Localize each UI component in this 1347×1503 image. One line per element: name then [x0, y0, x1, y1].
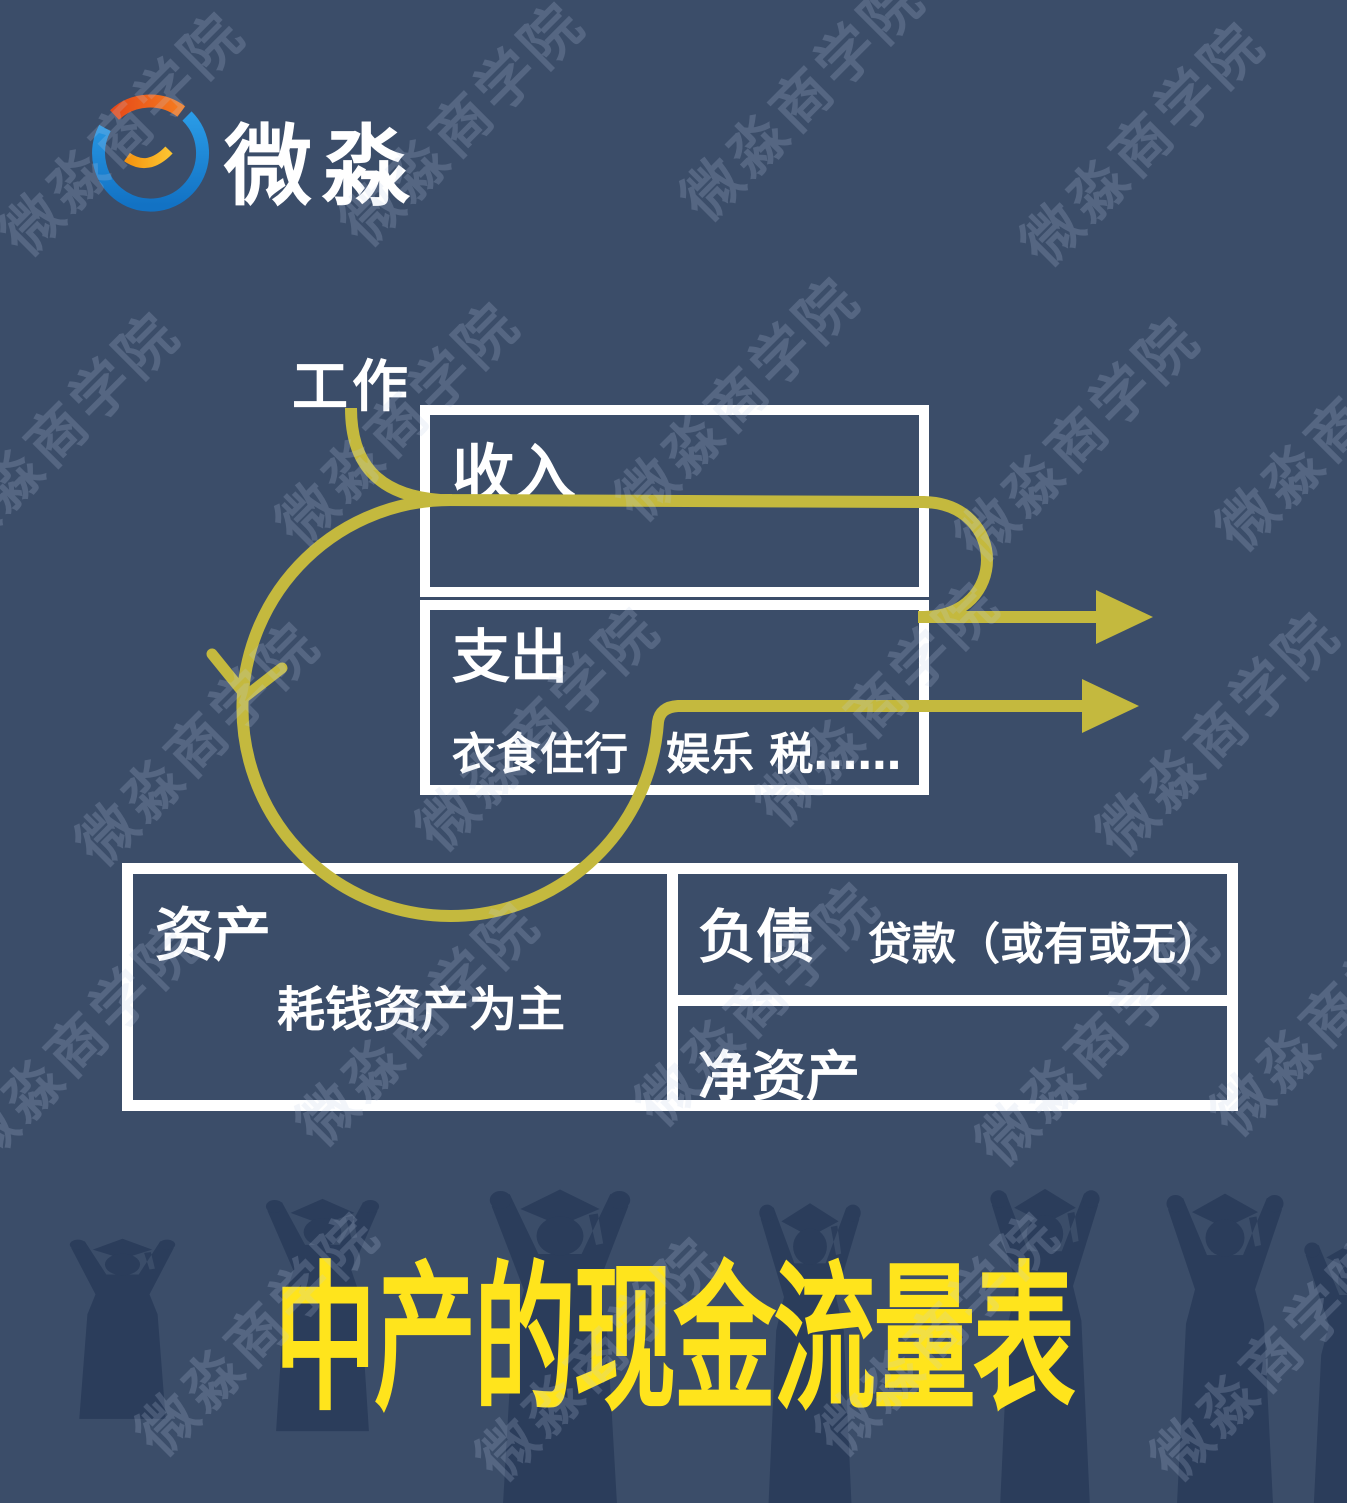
graduate-icon — [69, 1238, 176, 1419]
brand-name: 微淼 — [224, 115, 421, 218]
expense-box-title: 支出 — [452, 623, 569, 691]
main-title: 中产的现金流量表 — [274, 1246, 1075, 1433]
expense-detail-row: 衣食住行 娱乐 税…… — [452, 718, 901, 782]
box-divider — [677, 995, 1228, 1006]
liability-note: 贷款（或有或无） — [868, 919, 1220, 970]
expense-detail-right: 娱乐 税…… — [666, 729, 902, 780]
liability-title: 负债 — [698, 903, 815, 971]
asset-box-title: 资产 — [155, 901, 272, 969]
asset-box: 资产 耗钱资产为主 — [122, 863, 678, 1111]
expense-detail-left: 衣食住行 — [452, 729, 628, 780]
income-box-title: 收入 — [452, 437, 577, 510]
work-label: 工作 — [292, 355, 412, 420]
graduate-icon — [1304, 1241, 1347, 1503]
income-box: 收入 — [420, 405, 929, 597]
asset-box-subtitle: 耗钱资产为主 — [277, 982, 566, 1038]
networth-title: 净资产 — [698, 1045, 860, 1108]
weimiao-ring-logo-icon — [92, 94, 210, 212]
graduate-icon — [1166, 1193, 1284, 1503]
liability-networth-box: 负债 贷款（或有或无） 净资产 — [667, 863, 1238, 1111]
expense-box: 支出 衣食住行 娱乐 税…… — [420, 600, 929, 795]
